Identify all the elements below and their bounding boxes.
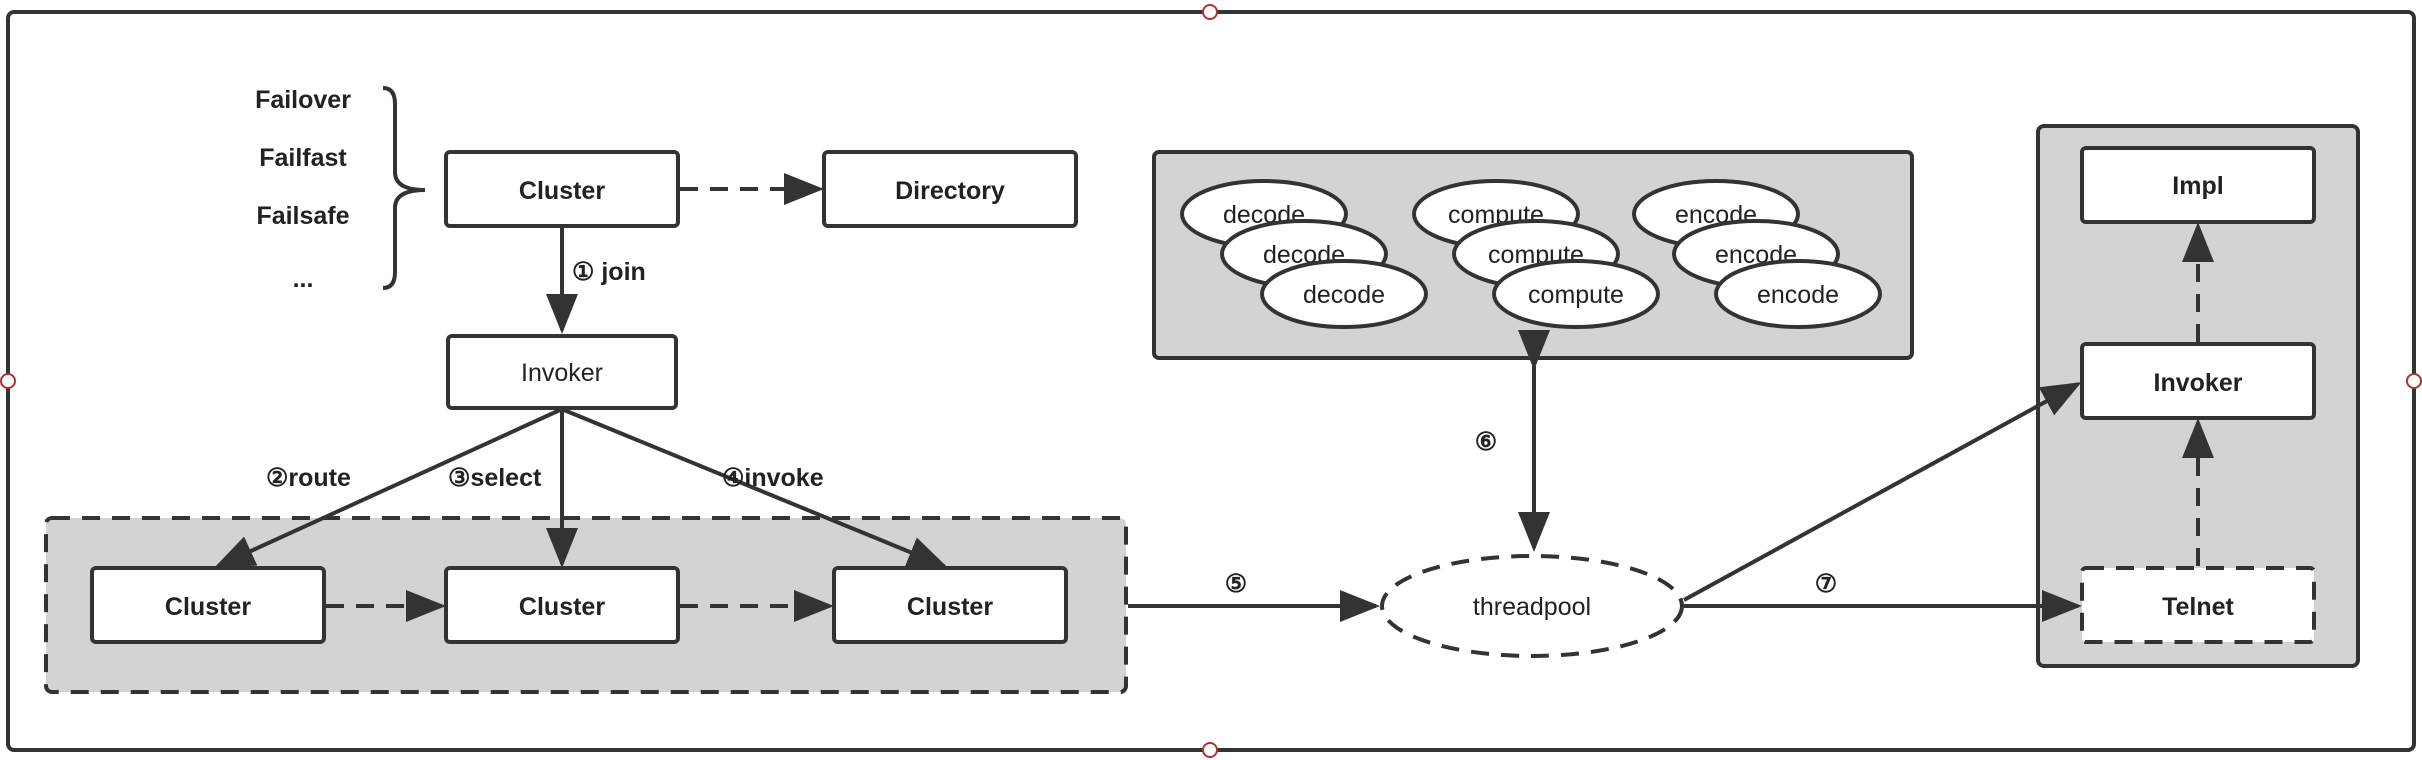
cluster-top-label: Cluster (519, 177, 605, 205)
invoke-arrow (563, 408, 948, 568)
cluster-top[interactable] (444, 150, 680, 228)
invoker-provider-label: Invoker (2154, 369, 2243, 397)
frame-handle-right[interactable] (2406, 373, 2422, 389)
cluster-middle-label: Cluster (519, 593, 605, 621)
join-label: ① join (572, 258, 646, 286)
frame-handle-top[interactable] (1202, 4, 1218, 20)
strategy-failsafe: Failsafe (256, 202, 349, 230)
strategy-brace (382, 86, 426, 290)
cluster-right-label: Cluster (907, 593, 993, 621)
route-label: ②route (266, 464, 351, 492)
strategy-failfast: Failfast (259, 144, 347, 172)
threadpool-to-invoker-arrow (1683, 382, 2082, 602)
strategy-more: ... (293, 265, 314, 293)
frame-handle-left[interactable] (0, 373, 16, 389)
cluster-left[interactable] (90, 566, 326, 644)
cluster-middle[interactable] (444, 566, 680, 644)
cluster-left-label: Cluster (165, 593, 251, 621)
threadpool[interactable] (1380, 554, 1684, 658)
select-label: ③select (448, 464, 542, 492)
threadpool-label: threadpool (1473, 593, 1591, 621)
encode-worker-label: encode (1757, 281, 1839, 309)
cluster-right[interactable] (832, 566, 1068, 644)
encode-worker (1714, 259, 1882, 329)
decode-worker (1260, 259, 1428, 329)
directory-box[interactable] (822, 150, 1078, 228)
frame-handle-bottom[interactable] (1202, 742, 1218, 758)
step7-label: ⑦ (1815, 570, 1837, 598)
invoker-main[interactable] (446, 334, 678, 410)
compute-worker (1492, 259, 1660, 329)
impl-label: Impl (2172, 172, 2223, 200)
invoker-main-label: Invoker (521, 359, 603, 387)
step6-label: ⑥ (1475, 428, 1497, 456)
telnet-label: Telnet (2162, 593, 2234, 621)
telnet-box[interactable] (2080, 566, 2316, 644)
decode-worker-label: decode (1303, 281, 1385, 309)
step5-label: ⑤ (1225, 570, 1247, 598)
compute-worker-label: compute (1528, 281, 1624, 309)
invoke-label: ④invoke (722, 464, 824, 492)
strategy-failover: Failover (255, 86, 351, 114)
route-arrow (214, 408, 561, 568)
directory-label: Directory (895, 177, 1005, 205)
